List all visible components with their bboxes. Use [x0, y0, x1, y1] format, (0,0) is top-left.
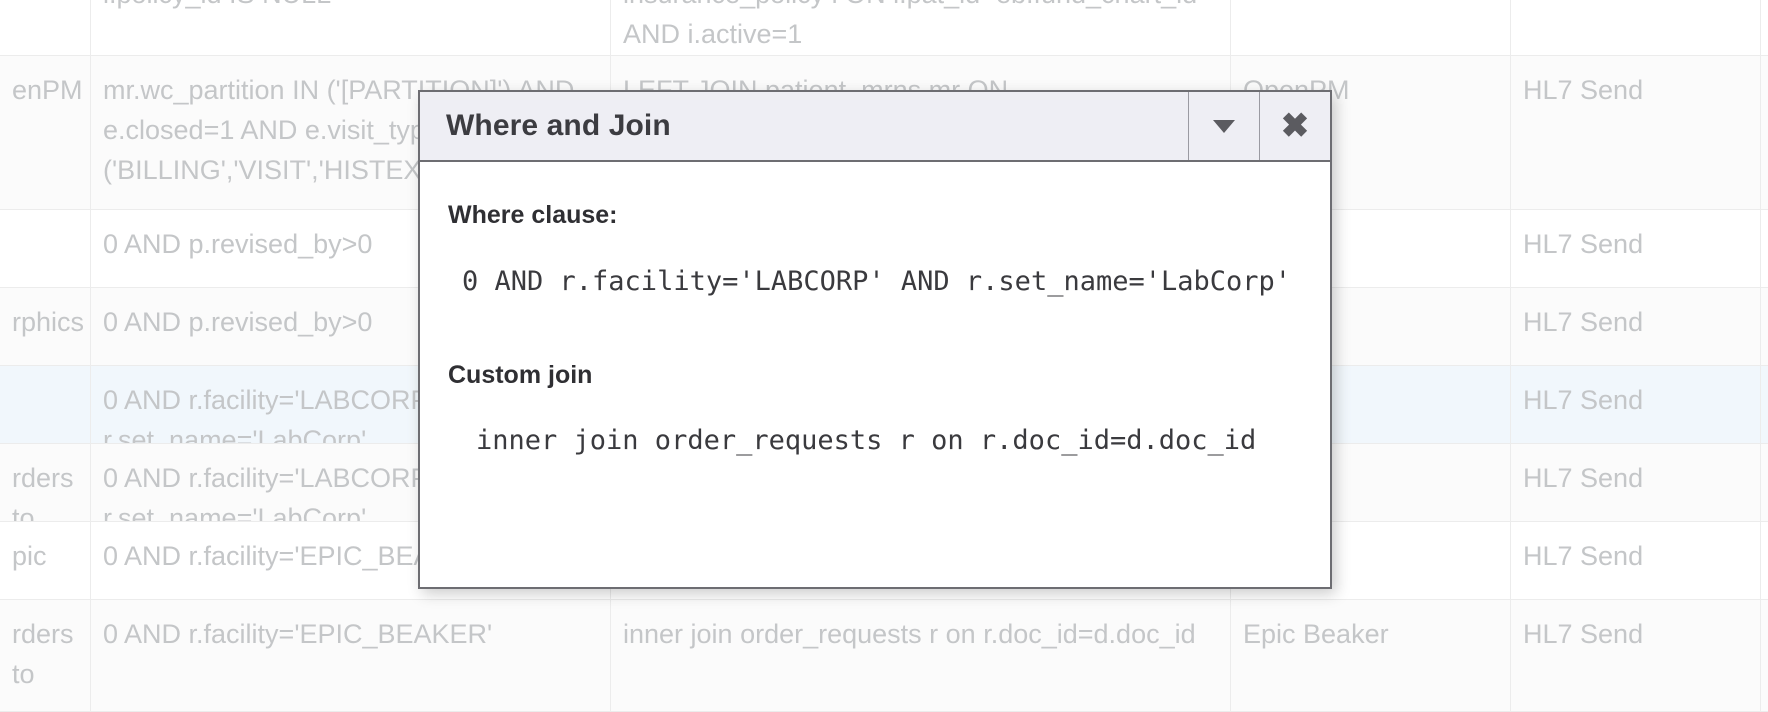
table-cell-more: I: [1760, 444, 1768, 521]
table-cell-action: HL7 Send: [1510, 56, 1760, 209]
table-cell-interface: rders to: [12, 463, 82, 521]
table-cell-more: [1760, 0, 1768, 55]
table-cell-where_clause: 0 AND r.facility='EPIC_BEAKER': [90, 600, 610, 711]
table-cell-more: I: [1760, 522, 1768, 599]
table-cell-where_clause: 0 AND p.revised_by>0: [90, 210, 610, 287]
table-cell-more: I: [1760, 600, 1768, 711]
table-cell-action: [1510, 0, 1760, 55]
table-cell-action: HL7 Send: [1510, 444, 1760, 521]
table-cell-action: HL7 Send: [1510, 288, 1760, 365]
custom-join-label: Custom join: [448, 360, 593, 389]
table-cell-interface: rders to: [12, 619, 82, 689]
dialog-body: Where clause: 0 AND r.facility='LABCORP'…: [420, 162, 1330, 587]
table-cell-more: I: [1760, 366, 1768, 443]
custom-join-value: inner join order_requests r on r.doc_id=…: [476, 425, 1257, 457]
table-cell-action: HL7 Send: [1510, 522, 1760, 599]
table-cell-interface: [0, 0, 90, 55]
table-cell-interface: [0, 210, 90, 287]
table-cell-system: Epic Beaker: [1230, 600, 1510, 711]
table-cell-interface: [0, 366, 90, 443]
table-cell-interface: pic: [12, 541, 47, 571]
table-cell-interface: enPM: [12, 75, 83, 105]
table-cell-where_clause: i.policy_id IS NULL: [90, 0, 610, 55]
section-spacer: [448, 344, 1302, 362]
where-and-join-dialog: Where and Join ✖ Where clause: 0 AND r.f…: [418, 90, 1332, 589]
table-cell-action: HL7 Send: [1510, 366, 1760, 443]
table-cell-where_clause: 0 AND p.revised_by>0: [90, 288, 610, 365]
table-row[interactable]: i.policy_id IS NULLinsurance_policy i ON…: [0, 0, 1768, 56]
table-cell-custom_join: insurance_policy i ON i.pat_id=eb.fund_c…: [610, 0, 1230, 55]
table-cell-custom_join: inner join order_requests r on r.doc_id=…: [610, 600, 1230, 711]
dialog-titlebar: Where and Join ✖: [420, 92, 1330, 162]
dialog-close-button[interactable]: ✖: [1259, 92, 1330, 160]
dialog-title: Where and Join: [446, 109, 671, 142]
dialog-dropdown-button[interactable]: [1188, 92, 1259, 160]
table-cell-action: HL7 Send: [1510, 210, 1760, 287]
where-clause-value: 0 AND r.facility='LABCORP' AND r.set_nam…: [462, 265, 1292, 297]
table-cell-more: O: [1760, 288, 1768, 365]
where-clause-label: Where clause:: [448, 201, 618, 229]
table-cell-more: O: [1760, 210, 1768, 287]
table-cell-more: O: [1760, 56, 1768, 209]
chevron-down-icon: [1213, 119, 1235, 133]
table-cell-system: [1230, 0, 1510, 55]
table-cell-interface: rphics: [12, 307, 85, 337]
table-cell-action: HL7 Send: [1510, 600, 1760, 711]
close-icon: ✖: [1280, 107, 1310, 145]
